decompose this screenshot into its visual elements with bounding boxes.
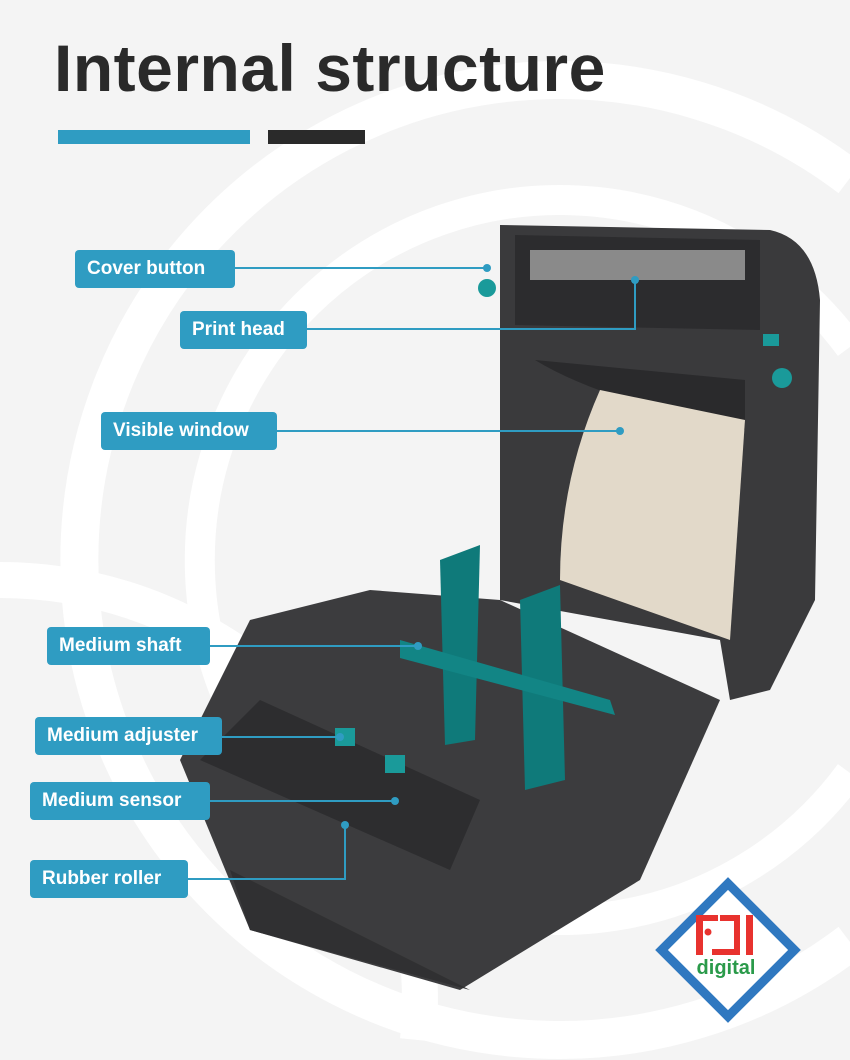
logo-text: digital — [697, 957, 756, 979]
brand-logo: digital — [655, 877, 801, 1023]
label-medium-adjuster: Medium adjuster — [35, 717, 222, 755]
label-cover-button: Cover button — [75, 250, 235, 288]
label-visible-window: Visible window — [101, 412, 277, 450]
page-title: Internal structure — [54, 31, 606, 105]
accent-bar-blue — [58, 130, 250, 144]
accent-bar-dark — [268, 130, 365, 144]
label-rubber-roller: Rubber roller — [30, 860, 188, 898]
label-medium-shaft: Medium shaft — [47, 627, 210, 665]
label-medium-sensor: Medium sensor — [30, 782, 210, 820]
label-print-head: Print head — [180, 311, 307, 349]
